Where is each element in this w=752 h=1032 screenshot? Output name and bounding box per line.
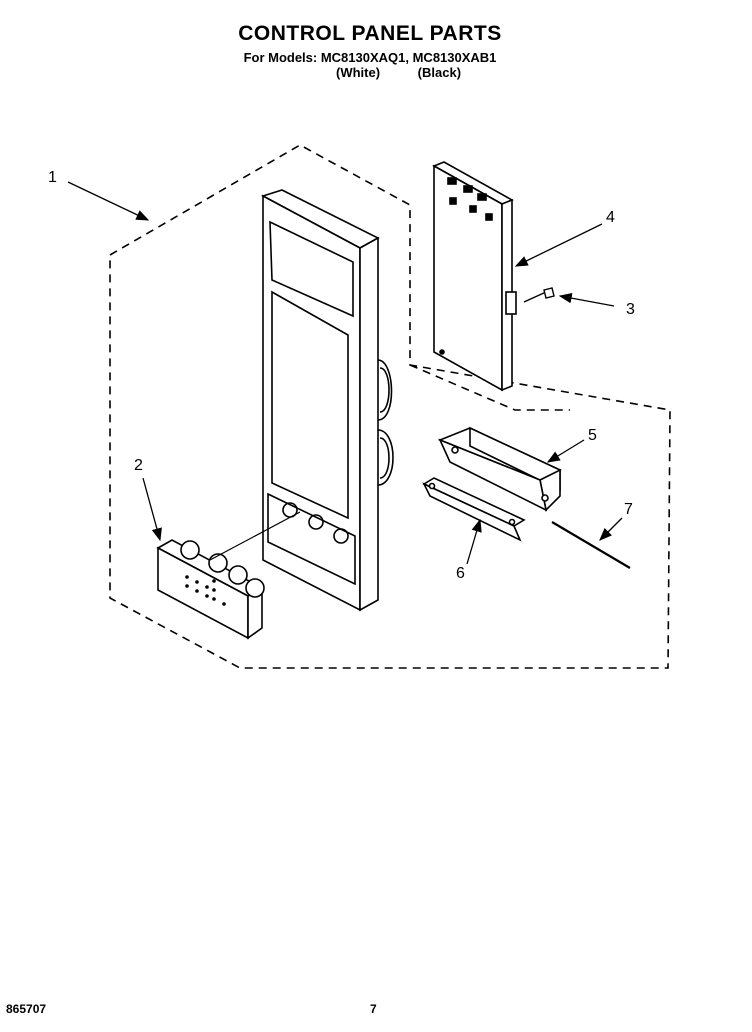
variant-white-label: (White)	[336, 65, 381, 80]
callout-7: 7	[624, 501, 633, 518]
callout-3: 3	[626, 301, 635, 318]
keypad-part	[156, 539, 265, 640]
callout-4: 4	[606, 209, 615, 226]
rod-part	[551, 521, 631, 569]
lower-bracket-part	[422, 477, 526, 542]
variant-black-label: (Black)	[417, 65, 462, 80]
page-number: 7	[370, 1002, 377, 1016]
callout-6: 6	[456, 565, 465, 582]
control-panel-frame	[260, 189, 394, 612]
callout-2: 2	[134, 457, 143, 474]
screw-part	[523, 287, 555, 303]
models-subtitle: For Models: MC8130XAQ1, MC8130XAB1	[243, 50, 497, 65]
document-number: 865707	[6, 1002, 47, 1016]
assembly-boundary-board	[409, 364, 570, 411]
bracket-part	[437, 426, 562, 512]
page-title: CONTROL PANEL PARTS	[238, 22, 502, 45]
color-variants: (White) (Black)	[336, 65, 461, 80]
control-board-part	[432, 161, 517, 392]
callout-5: 5	[588, 427, 597, 444]
callout-1: 1	[48, 169, 57, 186]
